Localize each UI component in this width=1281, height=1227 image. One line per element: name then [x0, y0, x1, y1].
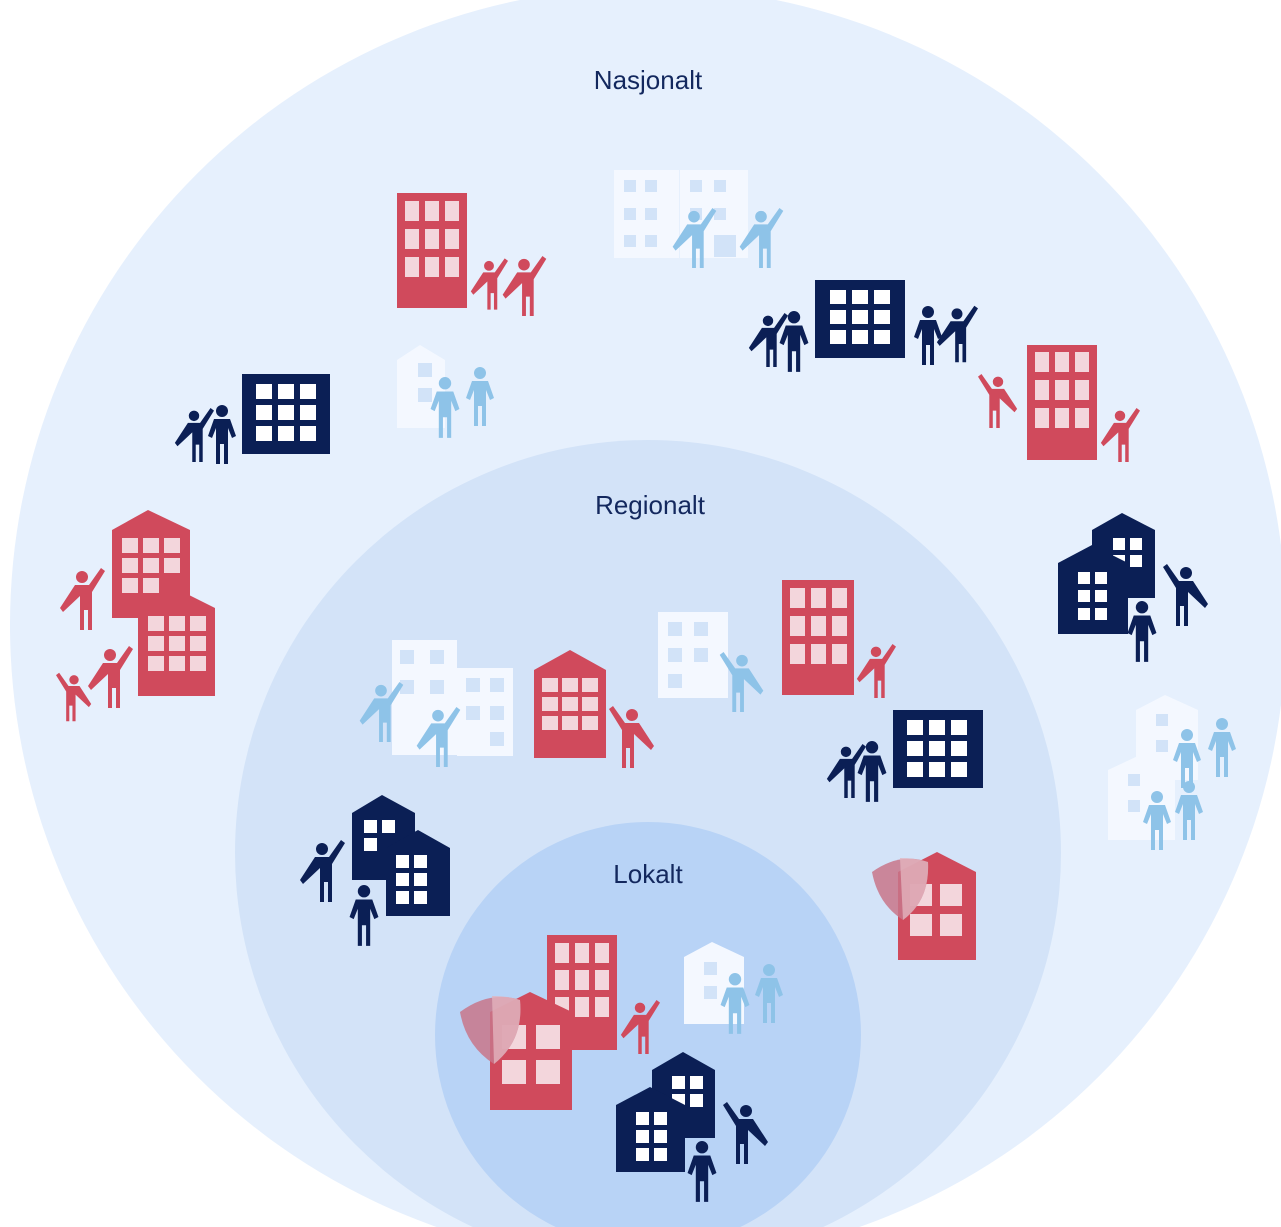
- building-icon: [397, 345, 445, 428]
- label-lokalt: Lokalt: [613, 859, 683, 889]
- shield-icon: [460, 996, 521, 1064]
- shield-icon: [872, 858, 929, 920]
- building-icon: [782, 580, 854, 695]
- building-icon: [658, 612, 728, 698]
- building-icon: [352, 795, 450, 916]
- building-icon: [815, 280, 905, 358]
- building-icon: [397, 193, 467, 308]
- building-icon: [534, 650, 606, 758]
- building-icon: [112, 510, 215, 696]
- label-regionalt: Regionalt: [595, 490, 706, 520]
- building-icon: [242, 374, 330, 454]
- label-nasjonalt: Nasjonalt: [594, 65, 703, 95]
- building-icon: [1027, 345, 1097, 460]
- building-icon: [616, 1052, 715, 1172]
- building-icon: [1058, 513, 1155, 634]
- building-icon: [893, 710, 983, 788]
